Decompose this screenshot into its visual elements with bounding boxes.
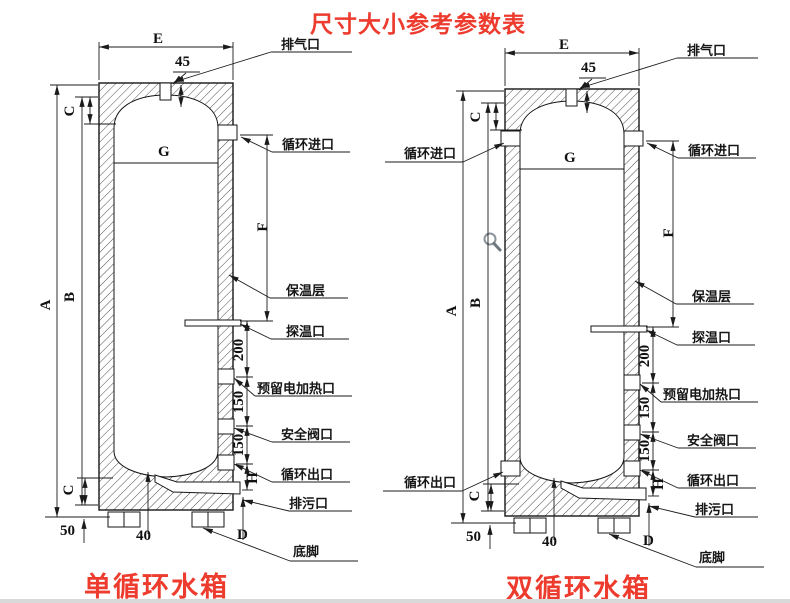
dim-b-left: B [62,291,78,303]
dim-f-left: F [255,222,271,232]
callout-safety-valve-left: 安全阀口 [281,427,334,442]
dim-a-right: A [444,305,460,317]
dim-f-right: F [661,228,677,238]
dim-150a-left: 150 [231,390,247,414]
callout-vent-left: 排气口 [281,37,321,52]
callout-foot-left: 底脚 [293,544,320,559]
dim-40-left: 40 [136,528,151,544]
caption-double-tank: 双循环水箱 [506,574,651,603]
dim-g-left: G [158,144,170,160]
caption-single-tank: 单循环水箱 [84,572,229,602]
dim-50-right: 50 [466,529,481,545]
dim-c-bottom-right: C [467,490,483,502]
dim-a-left: A [38,299,54,311]
dim-150b-right: 150 [637,439,653,463]
dim-40-right: 40 [542,534,557,550]
callout-heater-right: 预留电加热口 [663,387,742,402]
callout-outlet-right-side-right: 循环出口 [687,473,740,488]
callout-inlet-right-side-right: 循环进口 [688,143,741,158]
dim-h-right: H [651,478,667,490]
dim-c-top-right: C [468,111,484,123]
callout-inlet-left: 循环进口 [282,137,335,152]
double-tank-left-ports [500,130,521,477]
dim-h-left: H [245,472,261,484]
dim-e-right: E [559,37,570,53]
dim-c-bottom-left: C [61,484,77,496]
callout-inlet-left-side-right: 循环进口 [404,146,457,161]
dimension-lines [45,42,764,568]
callout-drain-left: 排污口 [289,496,329,511]
dim-45-left: 45 [175,54,190,70]
callout-outlet-left: 循环出口 [281,467,334,482]
dim-150b-left: 150 [231,433,247,457]
callout-insulation-right: 保温层 [692,289,732,304]
callout-heater-left: 预留电加热口 [257,381,336,396]
dim-200-right: 200 [637,344,653,368]
dim-c-top-left: C [62,105,78,117]
double-tank-body [504,88,648,534]
sheet-title: 尺寸大小参考参数表 [310,11,526,37]
callout-foot-right: 底脚 [699,550,726,565]
callout-probe-right: 探温口 [692,330,732,345]
callout-drain-right: 排污口 [695,502,735,517]
dim-g-right: G [564,150,576,166]
callout-outlet-left-side-right: 循环出口 [404,475,457,490]
dim-50-left: 50 [60,523,75,539]
callout-vent-right: 排气口 [687,43,727,58]
single-tank-body [98,82,242,528]
magnifier-icon [483,232,502,252]
dim-e-left: E [153,31,164,47]
callout-safety-valve-right: 安全阀口 [687,433,740,448]
callout-probe-left: 探温口 [286,324,326,339]
callout-insulation-left: 保温层 [286,283,326,298]
dim-45-right: 45 [581,60,596,76]
dim-d-right: D [643,533,654,549]
dim-150a-right: 150 [637,396,653,420]
dim-200-left: 200 [231,338,247,362]
screenshot-bottom-edge [0,599,790,603]
dim-d-left: D [237,527,248,543]
dim-b-right: B [468,297,484,309]
